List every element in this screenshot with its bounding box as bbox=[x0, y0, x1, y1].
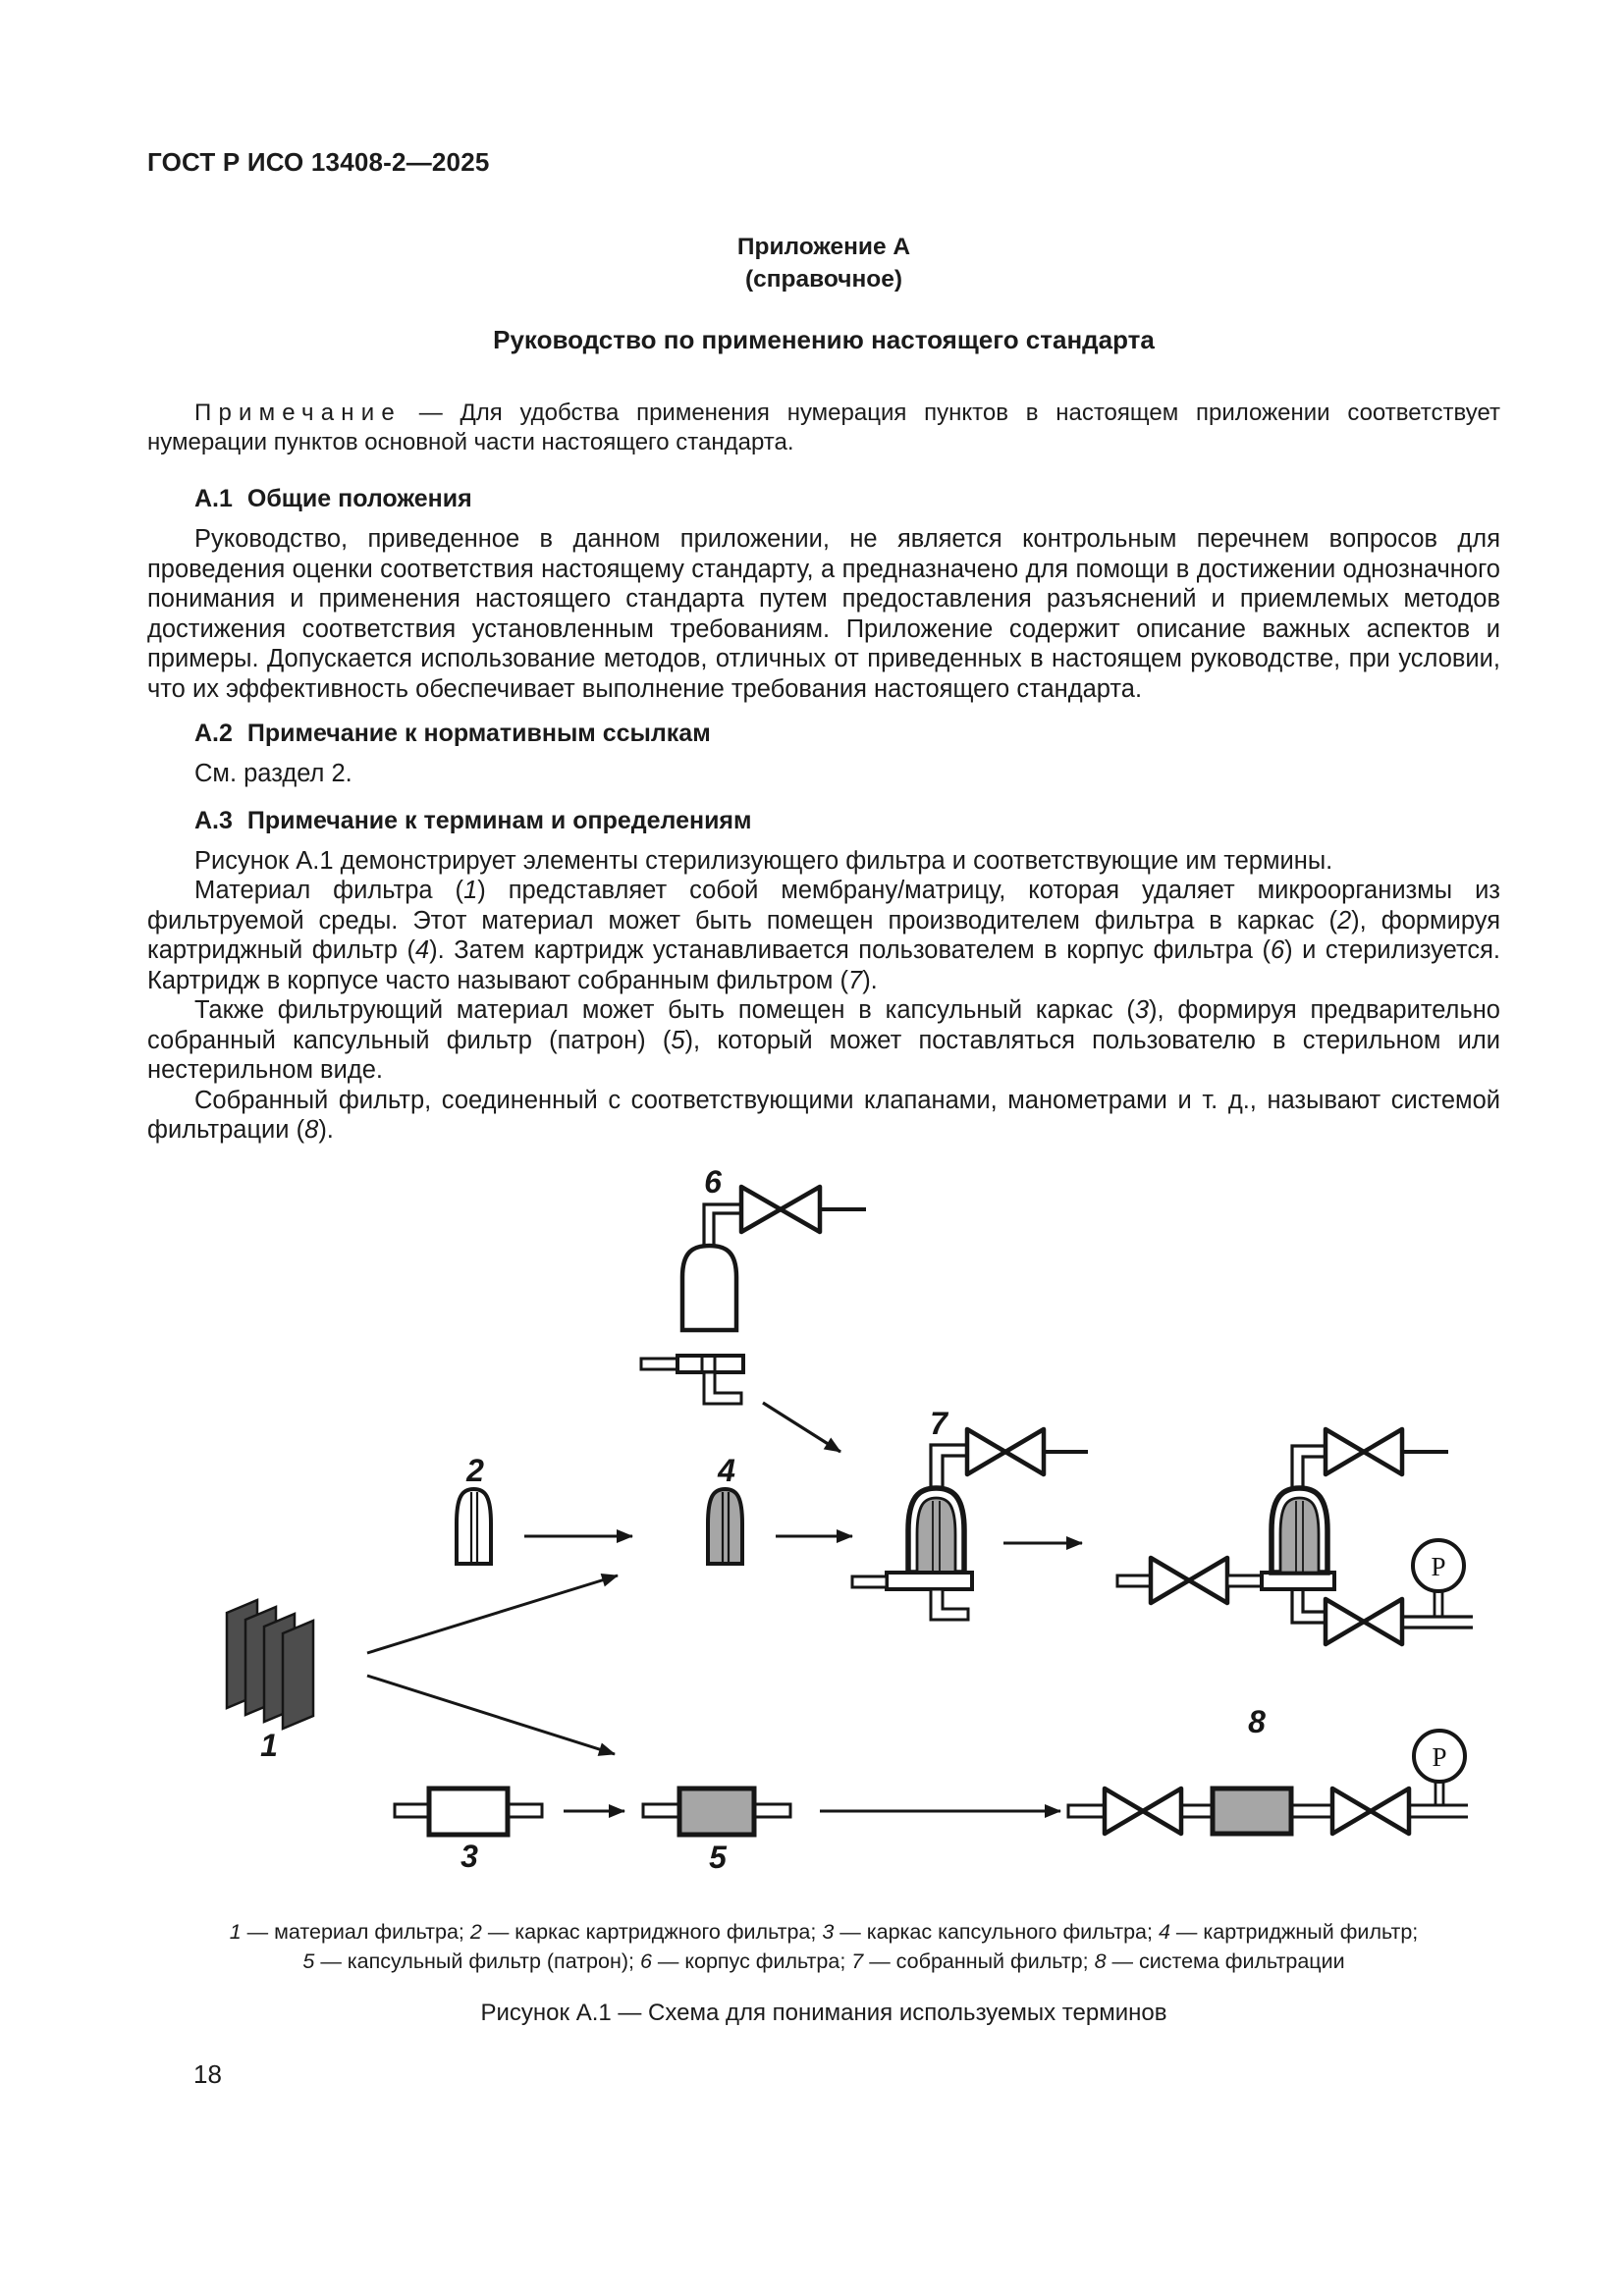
assembled-filter-symbol: 7 bbox=[850, 1406, 1088, 1621]
appendix-heading: Приложение А (справочное) bbox=[147, 231, 1500, 295]
note-label: Примечание bbox=[194, 400, 402, 426]
capsule-filter-symbol: 5 bbox=[641, 1786, 792, 1875]
label-4: 4 bbox=[717, 1453, 735, 1488]
paragraph-a1: Руководство, приведенное в данном прилож… bbox=[147, 525, 1500, 703]
label-5: 5 bbox=[709, 1840, 728, 1875]
valve-icon bbox=[1148, 1555, 1230, 1605]
filtration-system-symbol: 8 P bbox=[1066, 1704, 1468, 1836]
valve-icon bbox=[1323, 1426, 1405, 1476]
appendix-title: Руководство по применению настоящего ста… bbox=[493, 325, 1155, 354]
valve-icon bbox=[1102, 1786, 1184, 1836]
label-6: 6 bbox=[704, 1164, 722, 1200]
gauge-label: P bbox=[1431, 1552, 1445, 1581]
pressure-gauge-icon: P bbox=[1412, 1728, 1467, 1805]
valve-icon bbox=[1323, 1596, 1405, 1646]
figure-a1: 6 2 bbox=[147, 1146, 1500, 1917]
gauge-label: P bbox=[1432, 1742, 1446, 1772]
paragraph-a3-4: Собранный фильтр, соединенный с соответс… bbox=[147, 1086, 1500, 1145]
appendix-label: Приложение А bbox=[736, 234, 911, 260]
figure-caption: Рисунок А.1 — Схема для понимания исполь… bbox=[480, 1999, 1167, 2026]
label-2: 2 bbox=[465, 1453, 484, 1488]
assembled-filter-with-valves-symbol: P bbox=[1115, 1426, 1473, 1646]
paragraph-a3-2: Материал фильтра (1) представляет собой … bbox=[147, 877, 1501, 994]
note-text: — Для удобства применения нумерация пунк… bbox=[147, 400, 1500, 455]
label-3: 3 bbox=[460, 1839, 478, 1874]
paragraph-a2: См. раздел 2. bbox=[194, 760, 352, 787]
label-8: 8 bbox=[1248, 1704, 1266, 1739]
legend-line-2: 5 — капсульный фильтр (патрон); 6 — корп… bbox=[302, 1949, 1345, 1973]
label-7: 7 bbox=[930, 1406, 949, 1441]
legend-line-1: 1 — материал фильтра; 2 — каркас картрид… bbox=[229, 1919, 1419, 1944]
arrow-housing-to-assembled bbox=[762, 1401, 841, 1453]
capsule-frame-symbol: 3 bbox=[393, 1786, 544, 1874]
valve-icon bbox=[738, 1184, 823, 1234]
appendix-type: (справочное) bbox=[744, 266, 903, 293]
cartridge-filter-symbol: 4 bbox=[706, 1453, 744, 1566]
note-paragraph: Примечание — Для удобства применения нум… bbox=[147, 399, 1500, 457]
document-page: ГОСТ Р ИСО 13408-2—2025 Приложение А (сп… bbox=[147, 147, 1501, 2026]
valve-icon bbox=[1329, 1786, 1412, 1836]
cartridge-frame-symbol: 2 bbox=[455, 1453, 493, 1566]
standard-number-header: ГОСТ Р ИСО 13408-2—2025 bbox=[147, 147, 490, 177]
valve-icon bbox=[964, 1426, 1047, 1476]
page-number: 18 bbox=[193, 2059, 222, 2089]
filter-material-symbol: 1 bbox=[225, 1597, 315, 1763]
housing-base-fitting-icon bbox=[639, 1353, 745, 1405]
figure-legend: 1 — материал фильтра; 2 — каркас картрид… bbox=[147, 1917, 1500, 1976]
figure-a1-diagram: 6 2 bbox=[225, 1164, 1473, 1875]
label-1: 1 bbox=[260, 1728, 278, 1763]
paragraph-a3-1: Рисунок А.1 демонстрирует элементы стери… bbox=[194, 846, 1333, 875]
pressure-gauge-icon: P bbox=[1411, 1537, 1466, 1617]
arrow-1-to-cartridge-path bbox=[366, 1573, 619, 1654]
paragraph-a3-3: Также фильтрующий материал может быть по… bbox=[147, 996, 1500, 1084]
arrow-1-to-capsule-path bbox=[366, 1674, 616, 1756]
filter-housing-symbol: 6 bbox=[639, 1164, 866, 1405]
